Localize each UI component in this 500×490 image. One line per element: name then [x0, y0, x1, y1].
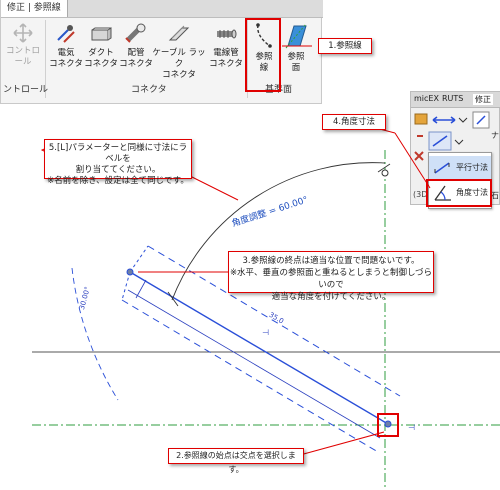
- duct-connector-icon: [91, 27, 112, 41]
- length-dimension-line: [127, 289, 381, 439]
- reference-line-endpoint: [126, 268, 134, 276]
- aligned-dimension-label: 平行寸法: [456, 163, 488, 172]
- selection-end-tick: [121, 271, 131, 301]
- callout-endpoint-line2: ※水平、垂直の参照面と重ねるとしまうと制御しづらいので: [229, 268, 433, 290]
- tab-ruts[interactable]: RUTS: [442, 94, 464, 103]
- angle-parameter-label: 角度調整 = 60.00°: [230, 193, 309, 229]
- pipe-connector-icon: [125, 23, 146, 43]
- group-separator: [247, 20, 248, 98]
- leader-c4-2: [394, 132, 431, 189]
- reference-line-startpoint: [384, 420, 392, 428]
- callout-endpoint: 3.参照線の終点は適当な位置で問題ないです。 ※水平、垂直の参照面と重ねるとしま…: [228, 251, 434, 302]
- callout-angular-dimension: 4.角度寸法: [322, 114, 386, 130]
- group-separator: [45, 20, 46, 98]
- cable-tray-connector-icon: [168, 25, 190, 41]
- pipe-connector-button[interactable]: 配管 コネクタ: [119, 22, 153, 70]
- aligned-dimension-icon: [434, 162, 450, 174]
- reference-plane-label: 参照 面: [287, 52, 305, 73]
- control-button[interactable]: コントロール: [3, 22, 43, 68]
- reference-line-icon: [256, 23, 272, 48]
- callout-label-assign-line1: 5.[L]パラメーターと同様に寸法にラベルを: [48, 143, 188, 164]
- leader-c2: [299, 431, 385, 456]
- cable-tray-connector-button[interactable]: ケーブル ラック コネクタ: [151, 22, 207, 81]
- callout-startpoint: 2.参照線の始点は交点を選択します。: [168, 448, 304, 474]
- tab-modify[interactable]: 修正: [473, 94, 493, 105]
- conduit-connector-label: 電線管 コネクタ: [209, 48, 243, 69]
- move-arrows-icon: [13, 23, 33, 43]
- callout-endpoint-line3: 適当な角度を付けてください。: [271, 292, 391, 302]
- selection-offset-lower: [121, 299, 379, 453]
- callout-label-assign: 5.[L]パラメーターと同様に寸法にラベルを 割り当ててください。 ※名前を除き…: [44, 139, 192, 186]
- side-item-ishi: 石: [491, 191, 499, 200]
- duct-connector-label: ダクト コネクタ: [84, 48, 118, 69]
- reference-plane-button[interactable]: 参照 面: [281, 22, 311, 74]
- mini-tab-strip: micEX RUTS 修正: [411, 92, 500, 108]
- callout-label-assign-line3: ※名前を除き、設定は全て同じです。: [47, 176, 189, 186]
- ribbon-tab-strip: [1, 0, 323, 18]
- duct-connector-button[interactable]: ダクト コネクタ: [83, 22, 119, 70]
- side-angle-value: 30.00°: [78, 286, 92, 311]
- selection-end-tick: [129, 245, 149, 273]
- group-label-connector: コネクタ: [131, 85, 167, 95]
- angle-arc-endpoint: [381, 169, 389, 177]
- lock-glyph-end: ⊣: [408, 423, 415, 432]
- tab-dynamo[interactable]: micEX: [414, 94, 439, 103]
- leader-c5: [187, 174, 239, 201]
- angle-arc-side: [71, 267, 119, 401]
- electrical-connector-button[interactable]: 電気 コネクタ: [49, 22, 83, 70]
- aligned-dimension-item[interactable]: 平行寸法: [429, 156, 491, 180]
- lock-glyph: ⊣: [262, 328, 269, 337]
- reference-line-button[interactable]: 参照 線: [249, 22, 279, 74]
- selection-offset-upper: [147, 245, 401, 397]
- tab-modify-reference-line[interactable]: 修正 | 参照線: [1, 0, 68, 17]
- side-item-na: ナ: [491, 131, 499, 140]
- callout-label-assign-line2: 割り当ててください。: [75, 165, 161, 175]
- length-dimension-value: 35.0: [268, 311, 286, 326]
- reference-line-label: 参照 線: [255, 52, 273, 73]
- callout-reference-line: 1.参照線: [318, 38, 372, 54]
- angular-dimension-item[interactable]: 角度寸法: [429, 181, 491, 205]
- angular-dimension-highlight: [426, 179, 492, 207]
- conduit-connector-button[interactable]: 電線管 コネクタ: [207, 22, 245, 70]
- callout-endpoint-line1: 3.参照線の終点は適当な位置で問題ないです。: [242, 256, 420, 266]
- control-label: コントロール: [5, 46, 40, 67]
- angle-arc-main: [171, 162, 386, 301]
- mini-tools-icons: [414, 111, 490, 161]
- angular-dimension-icon: [434, 185, 451, 201]
- electrical-connector-icon: [57, 25, 75, 43]
- view-tab-3d[interactable]: (3D): [413, 190, 431, 199]
- pipe-connector-label: 配管 コネクタ: [119, 48, 153, 69]
- group-label-control: ントロール: [3, 85, 49, 95]
- startpoint-highlight: [377, 413, 399, 437]
- electrical-connector-label: 電気 コネクタ: [49, 48, 83, 69]
- cable-tray-connector-label: ケーブル ラック コネクタ: [152, 48, 206, 80]
- angular-dimension-label: 角度寸法: [456, 188, 488, 197]
- conduit-connector-icon: [217, 29, 237, 39]
- reference-line-highlight: [245, 18, 281, 92]
